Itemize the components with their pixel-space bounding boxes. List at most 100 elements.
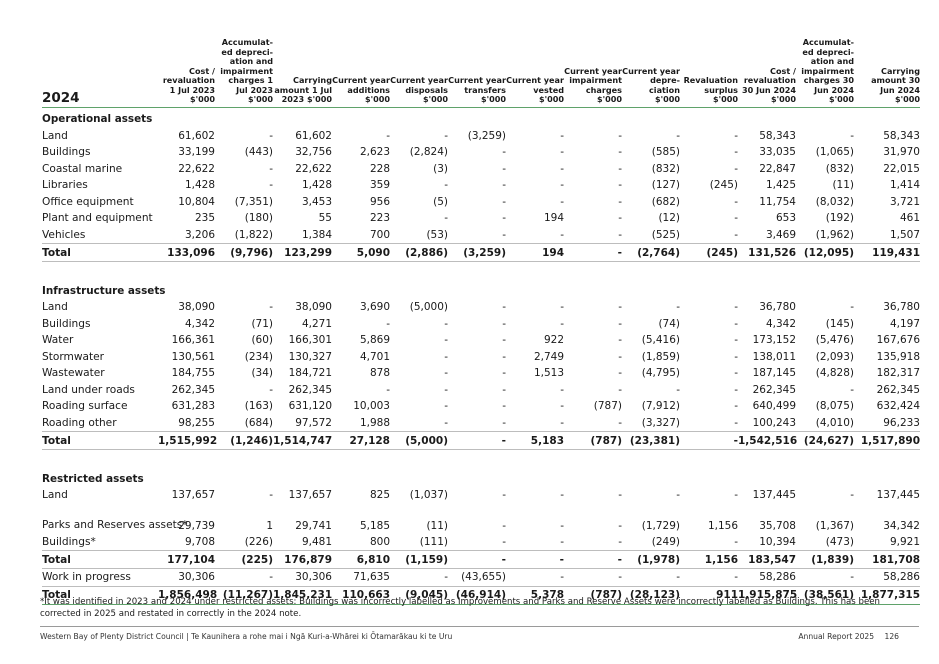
value-cell — [622, 450, 680, 468]
value-cell: 35,708 — [759, 519, 796, 532]
value-cell: 27,128 — [332, 431, 390, 450]
value-cell — [273, 450, 332, 468]
value-cell — [215, 279, 273, 299]
value-cell: - — [560, 416, 564, 429]
value-cell: 135,918 — [876, 350, 920, 363]
value-cell: 58,286 — [738, 568, 796, 587]
footer-divider — [40, 626, 919, 627]
value-cell: - — [444, 129, 448, 142]
row-label: Water — [42, 334, 74, 347]
value-cell: 262,345 — [752, 383, 796, 396]
value-cell — [738, 107, 796, 128]
value-cell — [215, 262, 273, 280]
value-cell: 6,810 — [332, 550, 390, 569]
value-cell: (1,037) — [409, 489, 448, 502]
value-cell: (60) — [251, 334, 273, 347]
value-cell: (9,796) — [215, 243, 273, 262]
value-cell: 3,453 — [301, 195, 332, 208]
col-header: Carrying amount 1 Jul 2023 $'000 — [273, 38, 332, 108]
value-cell: - — [564, 568, 622, 587]
value-cell: - — [734, 129, 738, 142]
value-cell: - — [618, 334, 622, 347]
value-cell — [506, 262, 564, 280]
value-cell: - — [502, 334, 506, 347]
value-cell: 58,343 — [759, 129, 796, 142]
value-cell: (24,627) — [796, 431, 854, 450]
value-cell: 800 — [369, 535, 390, 548]
value-cell: - — [734, 212, 738, 225]
value-cell: 123,299 — [273, 243, 332, 262]
value-cell: 137,445 — [876, 489, 920, 502]
value-cell: 33,035 — [759, 146, 796, 159]
value-cell: - — [444, 179, 448, 192]
value-cell — [506, 107, 564, 128]
value-cell: 956 — [369, 195, 390, 208]
value-cell: 235 — [194, 212, 215, 225]
value-cell: 131,526 — [738, 243, 796, 262]
value-cell: 30,306 — [273, 568, 332, 587]
value-cell: 184,721 — [288, 367, 332, 380]
value-cell: (127) — [651, 179, 680, 192]
col-header: Current year additions $'000 — [332, 38, 390, 108]
value-cell: 29,741 — [295, 519, 332, 532]
section-heading-row: Infrastructure assets — [42, 279, 920, 299]
value-cell: - — [734, 350, 738, 363]
value-cell: - — [560, 228, 564, 241]
value-cell: - — [502, 383, 506, 396]
value-cell — [564, 450, 622, 468]
value-cell: (71) — [251, 317, 273, 330]
value-cell: - — [386, 383, 390, 396]
value-cell: 653 — [775, 212, 796, 225]
value-cell: 100,243 — [752, 416, 796, 429]
value-cell — [796, 279, 854, 299]
value-cell: - — [618, 350, 622, 363]
value-cell — [854, 467, 920, 487]
value-cell: - — [850, 489, 854, 502]
value-cell: 359 — [369, 179, 390, 192]
value-cell: (5) — [433, 195, 448, 208]
value-cell: (4,828) — [815, 367, 854, 380]
value-cell: - — [734, 416, 738, 429]
value-cell: (473) — [825, 535, 854, 548]
value-cell: - — [734, 383, 738, 396]
value-cell: (8,075) — [815, 400, 854, 413]
value-cell: - — [618, 535, 622, 548]
value-cell: 1,507 — [889, 228, 920, 241]
value-cell: - — [444, 317, 448, 330]
value-cell: (682) — [651, 195, 680, 208]
value-cell: 1,414 — [889, 179, 920, 192]
row-label: Total — [42, 243, 158, 262]
value-cell: - — [618, 195, 622, 208]
value-cell: (1,065) — [815, 146, 854, 159]
footer-council-name: Western Bay of Plenty District Council |… — [40, 632, 453, 641]
value-cell: 10,804 — [178, 195, 215, 208]
value-cell — [796, 262, 854, 280]
value-cell: - — [560, 489, 564, 502]
value-cell: (787) — [593, 400, 622, 413]
row-label: Buildings* — [42, 535, 96, 548]
value-cell: 5,090 — [332, 243, 390, 262]
value-cell: 187,145 — [752, 367, 796, 380]
value-cell: - — [850, 301, 854, 314]
value-cell: 182,317 — [876, 367, 920, 380]
value-cell: - — [560, 179, 564, 192]
value-cell: - — [560, 146, 564, 159]
value-cell: 1,513 — [533, 367, 564, 380]
value-cell: - — [269, 162, 273, 175]
value-cell: - — [618, 179, 622, 192]
value-cell: - — [618, 383, 622, 396]
row-label: Plant and equipment — [42, 212, 153, 225]
value-cell: - — [502, 146, 506, 159]
value-cell: 922 — [543, 334, 564, 347]
row-label: Total — [42, 550, 158, 569]
value-cell — [738, 262, 796, 280]
value-cell: (443) — [244, 146, 273, 159]
value-cell: 4,342 — [765, 317, 796, 330]
